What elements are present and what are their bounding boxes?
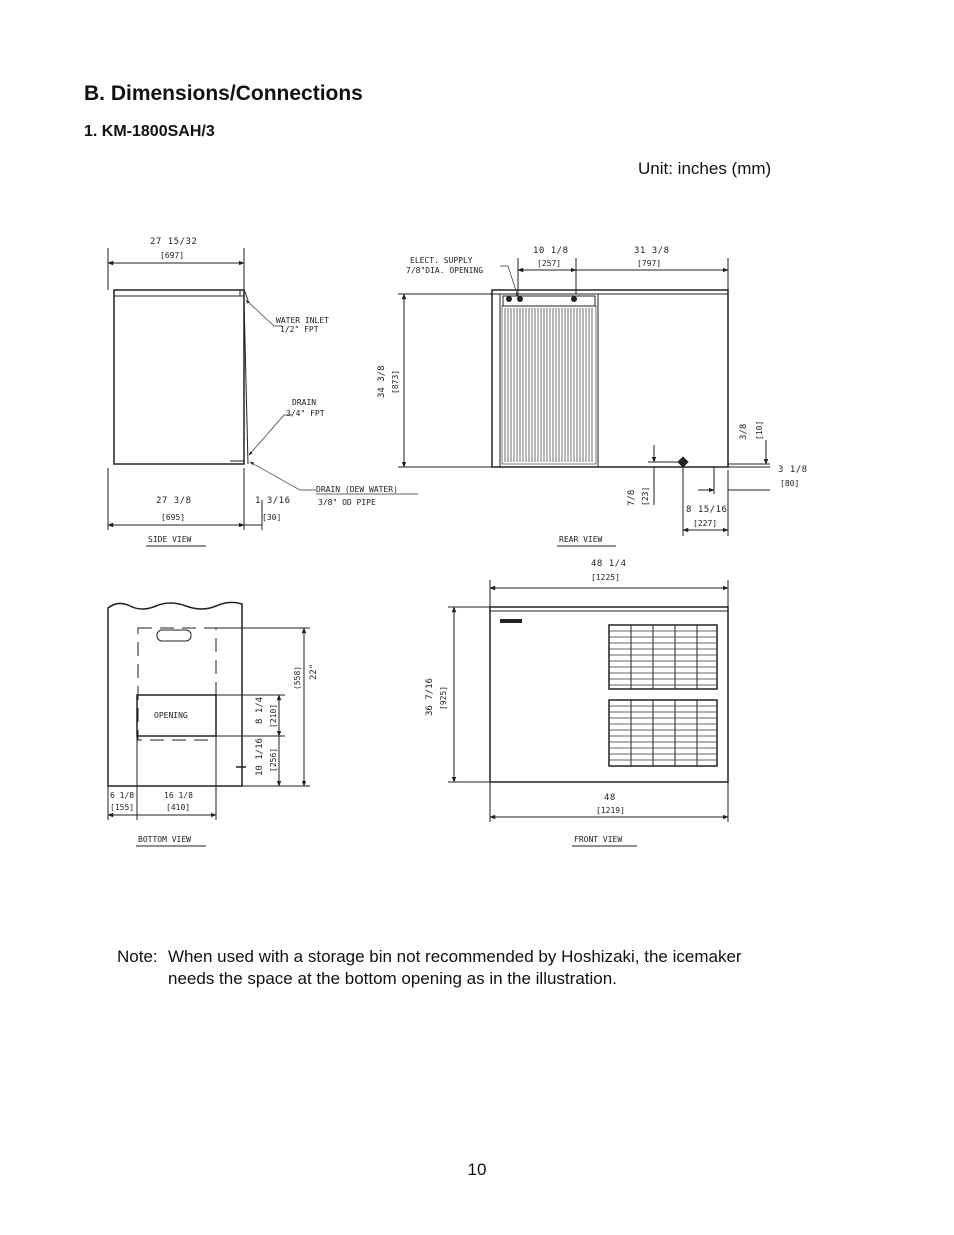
rear-dim-f-mm: [227] [693,519,717,528]
water-inlet-label: WATER INLET [276,316,329,325]
front-louver-lower [608,699,718,767]
drain-dew-label: DRAIN (DEW WATER) [316,485,398,494]
side-view-title: SIDE VIEW [148,535,192,544]
rear-view-title: REAR VIEW [559,535,603,544]
rear-condenser-fins [501,305,597,465]
elect-opening-label: 7/8"DIA. OPENING [406,266,483,275]
rear-dim-c: 3/8 [739,424,749,440]
bottom-opening-label: OPENING [154,711,188,720]
rear-dim-b-mm: [797] [637,259,661,268]
front-louver-upper [608,624,718,690]
bottom-dim-i: 10 1/16 [255,738,265,776]
side-width-bottom-mm: [695] [161,513,185,522]
front-view-title: FRONT VIEW [574,835,622,844]
water-inlet-spec: 1/2" FPT [280,325,319,334]
rear-dim-d: 3 1/8 [778,465,808,475]
bottom-dim-j-mm: [155] [110,803,134,812]
rear-dim-d-mm: [80] [780,479,799,488]
drain-label: DRAIN [292,398,316,407]
note-line-1: When used with a storage bin not recomme… [168,947,742,966]
rear-dim-e-mm: [23] [641,487,650,506]
drain-spec: 3/4" FPT [286,409,325,418]
bottom-dim-h-mm: [210] [269,704,278,728]
rear-dim-f: 8 15/16 [686,505,727,515]
elect-supply-label: ELECT. SUPPLY [410,256,473,265]
note-label: Note: [117,947,158,966]
front-height-mm: [925] [439,686,448,710]
bottom-view-title: BOTTOM VIEW [138,835,191,844]
rear-dim-a: 10 1/8 [533,246,569,256]
bottom-dim-j: 6 1/8 [110,791,134,800]
bottom-view: OPENING 22" (558) 8 1/4 [210] 10 1/16 [2… [107,601,319,847]
section-heading: B. Dimensions/Connections [84,82,363,105]
drain-dew-spec: 3/8" OD PIPE [318,498,376,507]
bottom-dim-k: 16 1/8 [164,791,193,800]
front-width-bottom-mm: [1219] [596,806,625,815]
side-width-bottom: 27 3/8 [156,496,192,506]
bottom-dim-h: 8 1/4 [255,697,265,724]
rear-view: ELECT. SUPPLY 7/8"DIA. OPENING 10 1/8 [2… [377,246,808,547]
rear-dim-a-mm: [257] [537,259,561,268]
side-offset-mm: [30] [262,513,281,522]
side-width-top: 27 15/32 [150,237,197,247]
unit-label: Unit: inches (mm) [638,159,772,178]
front-width-top-mm: [1225] [591,573,620,582]
front-width-top: 48 1/4 [591,559,627,569]
bottom-dim-22-mm: (558) [293,666,302,690]
bottom-dim-k-mm: [410] [166,803,190,812]
rear-dim-c-mm: [10] [755,421,764,440]
side-width-top-mm: [697] [160,251,184,260]
bottom-dim-22: 22" [309,664,319,680]
model-heading: 1. KM-1800SAH/3 [84,123,215,140]
rear-dim-b: 31 3/8 [634,246,670,256]
front-view: 48 1/4 [1225] 36 7/16 [925] 48 [1219] FR… [425,559,729,847]
front-width-bottom: 48 [604,793,616,803]
note-line-2: needs the space at the bottom opening as… [168,969,617,988]
bottom-dim-i-mm: [256] [269,748,278,772]
rear-dim-e: 7/8 [627,490,637,506]
rear-height-mm: [873] [391,370,400,394]
front-height: 36 7/16 [425,678,435,716]
rear-height: 34 3/8 [377,365,387,398]
side-offset: 1 3/16 [255,496,291,506]
side-view: 27 15/32 [697] WATER INLET 1/2" FPT DRAI… [107,237,418,547]
page-number: 10 [467,1160,487,1179]
